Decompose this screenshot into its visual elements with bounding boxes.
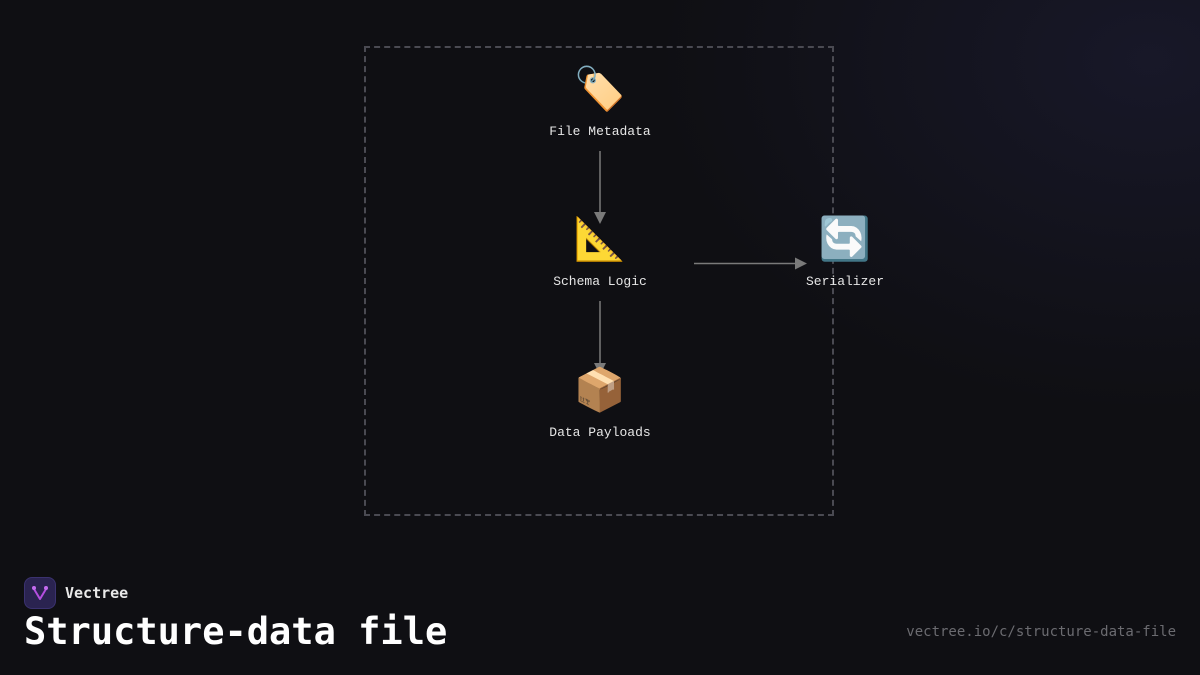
node-file-metadata[interactable]: 🏷️ File Metadata bbox=[520, 64, 680, 139]
brand-name: Vectree bbox=[65, 584, 129, 602]
page-url[interactable]: vectree.io/c/structure-data-file bbox=[906, 624, 1176, 640]
node-schema-logic[interactable]: 📐 Schema Logic bbox=[520, 214, 680, 289]
node-label: Data Payloads bbox=[549, 425, 651, 440]
node-label: Serializer bbox=[805, 274, 884, 289]
node-serializer[interactable]: 🔄 Serializer bbox=[765, 214, 925, 289]
arrows-cycle-icon: 🔄 bbox=[818, 214, 872, 263]
node-label: File Metadata bbox=[549, 124, 651, 139]
page-title: Structure-data file bbox=[24, 610, 448, 653]
group-container bbox=[364, 46, 834, 516]
package-box-icon: 📦 bbox=[573, 365, 627, 414]
brand: Vectree bbox=[24, 577, 128, 609]
node-data-payloads[interactable]: 📦 Data Payloads bbox=[520, 365, 680, 440]
vectree-logo-icon bbox=[24, 577, 56, 609]
node-label: Schema Logic bbox=[553, 274, 647, 289]
label-tag-icon: 🏷️ bbox=[573, 64, 627, 113]
triangular-ruler-icon: 📐 bbox=[573, 214, 627, 263]
